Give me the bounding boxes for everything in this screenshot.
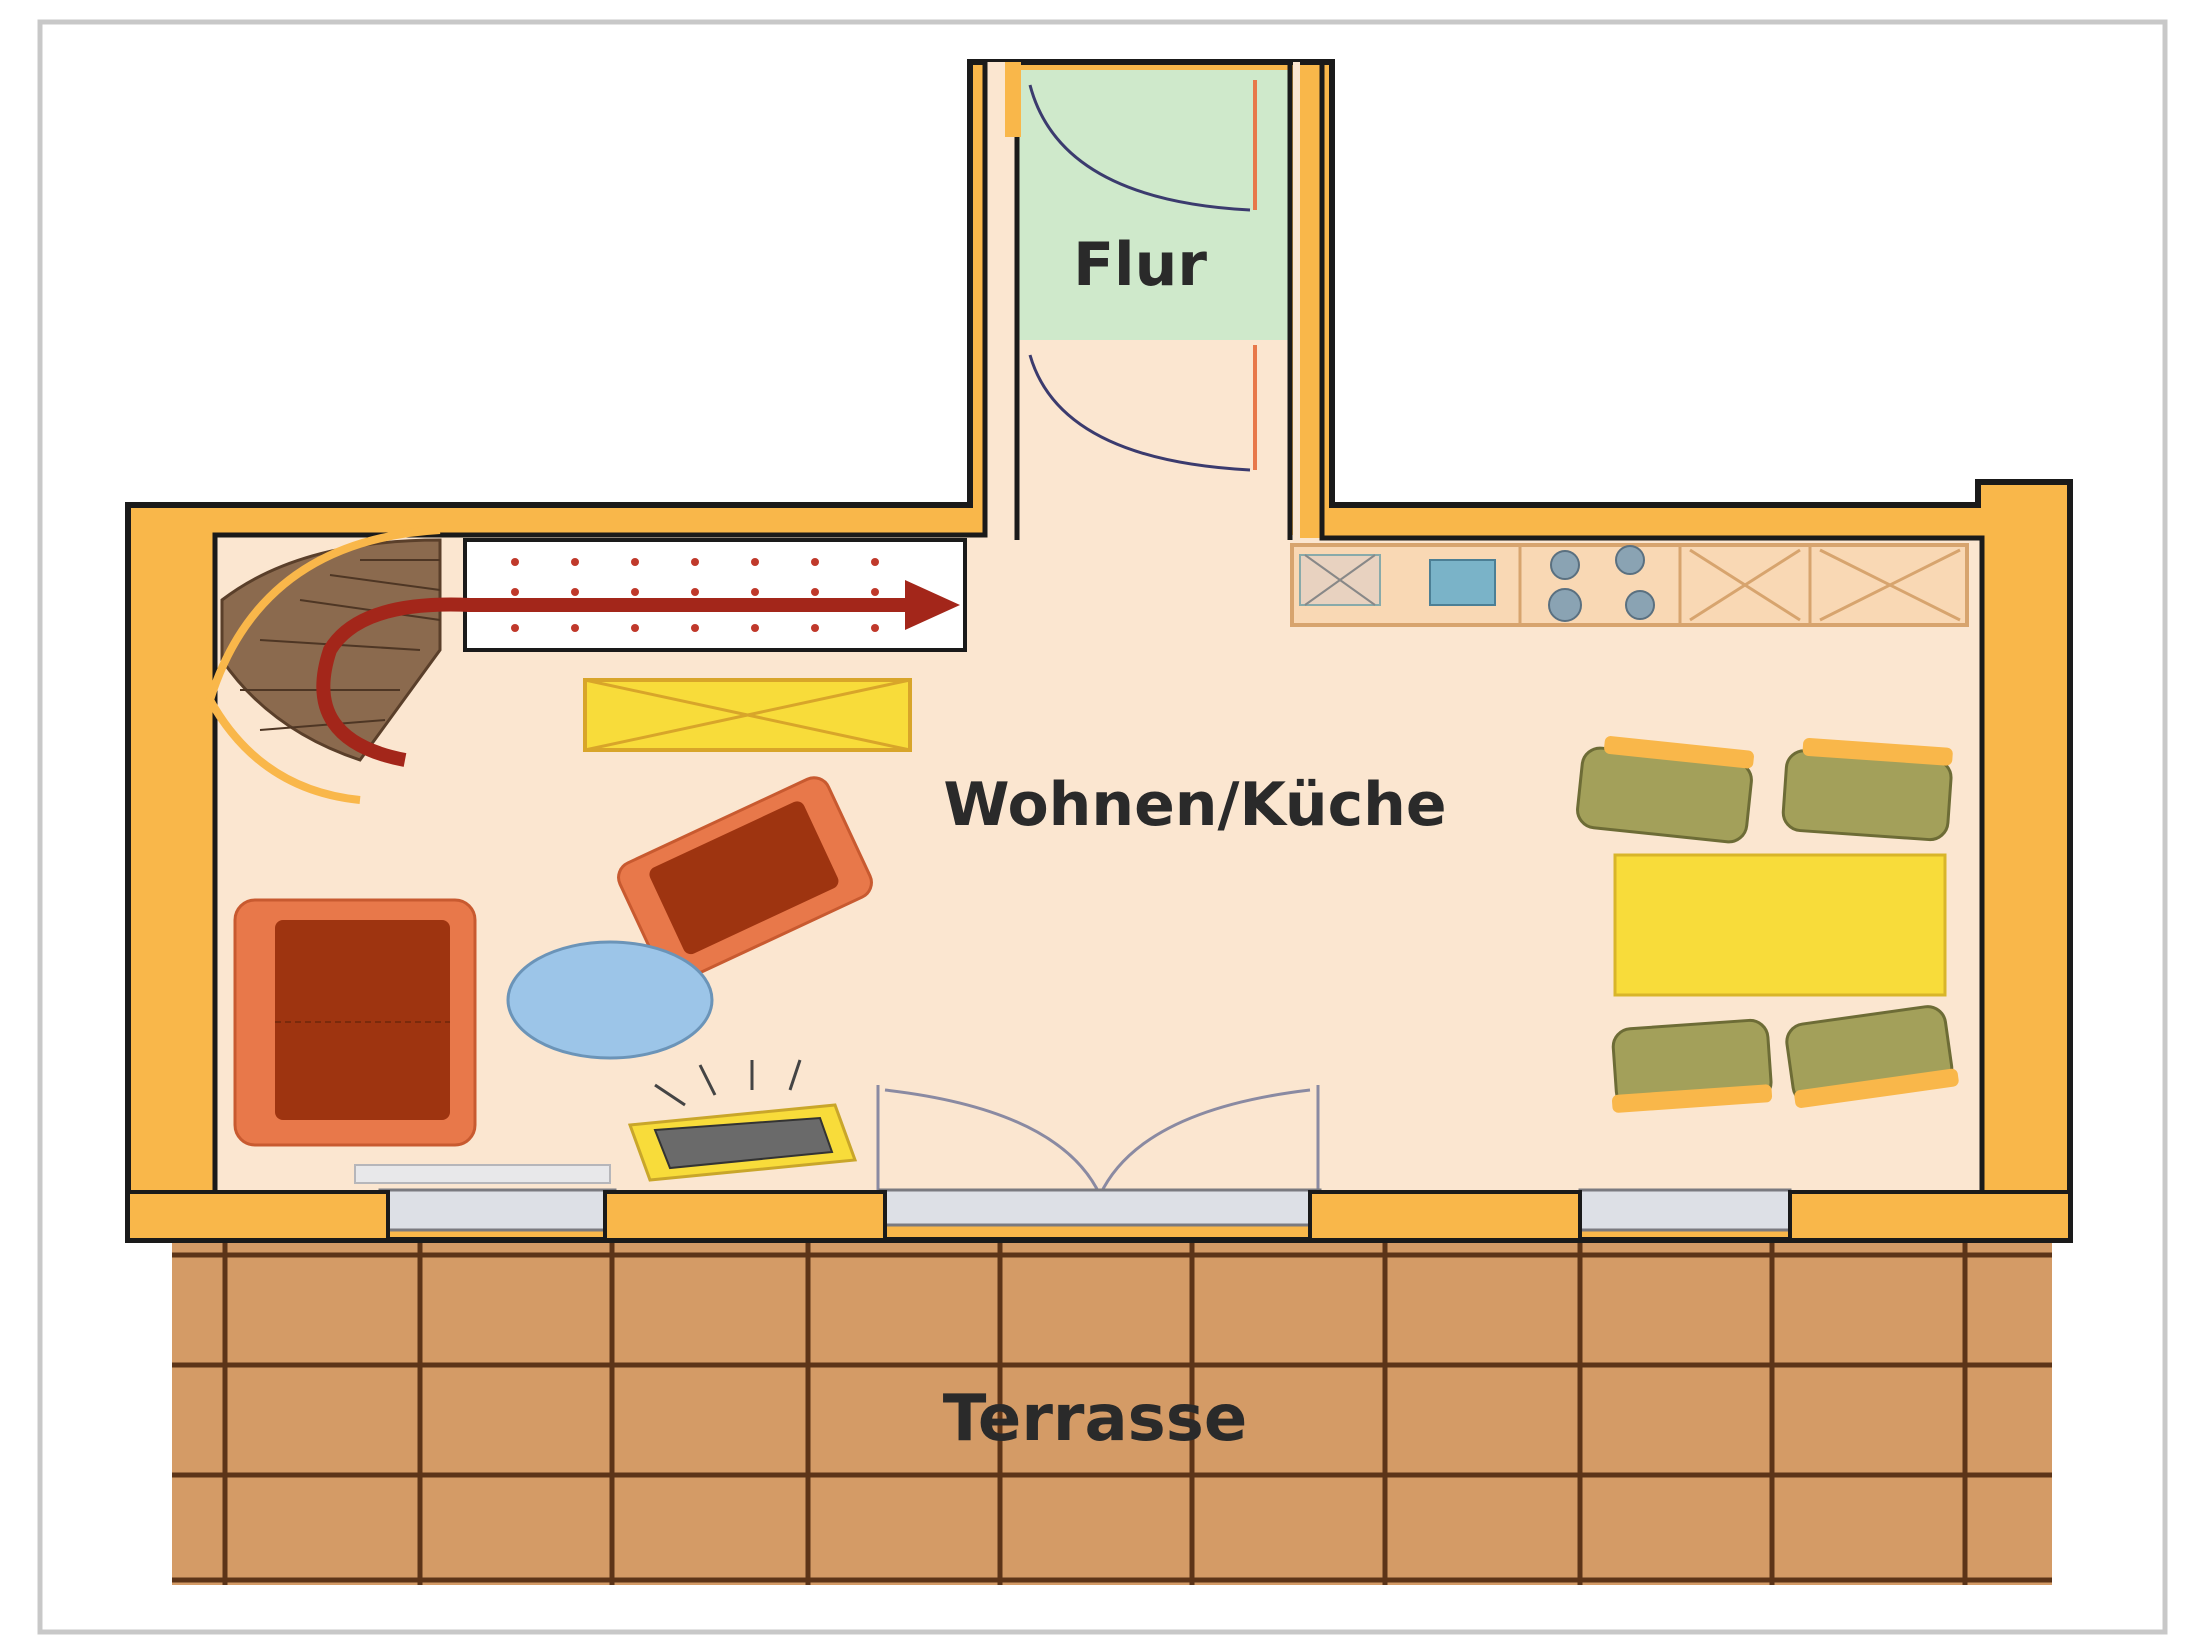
- stair-direction-arrow: [316, 597, 905, 767]
- sofa: [233, 898, 477, 1147]
- dining-chair-top-right: [1781, 737, 1953, 842]
- room-label-hallway: Flur: [1073, 230, 1207, 300]
- south-windows: [378, 1188, 1792, 1232]
- hallway-doors: [1005, 62, 1257, 472]
- dining-area: [1576, 736, 1959, 1113]
- dining-chair-bottom-right: [1785, 1005, 1959, 1108]
- sink: [1299, 554, 1496, 606]
- terrace-floor: [172, 1240, 2052, 1585]
- bench: [354, 1164, 611, 1184]
- dining-chair-bottom-left: [1611, 1018, 1773, 1113]
- stove: [1548, 545, 1655, 622]
- dining-chair-top-left: [1576, 736, 1754, 844]
- dining-table: [1613, 853, 1947, 997]
- cabinet-crosses: [1689, 548, 1961, 622]
- terrace: [172, 1240, 2052, 1585]
- room-label-terrace: Terrasse: [943, 1382, 1247, 1456]
- interior-wall-lines: [212, 62, 1985, 1190]
- kitchen-counter: [1290, 543, 1969, 627]
- staircase: [205, 526, 967, 804]
- coffee-table: [506, 940, 714, 1060]
- stair-arrow-head: [905, 580, 960, 630]
- terrace-door: [876, 1085, 1320, 1196]
- terrace-tile-grid: [172, 1240, 2052, 1585]
- stair-dots: [511, 558, 879, 632]
- shelf: [583, 678, 912, 752]
- south-wall-piers: [126, 1190, 2072, 1242]
- television: [627, 1059, 858, 1182]
- armchair: [617, 776, 873, 984]
- hallway-lower-floor: [1018, 340, 1290, 540]
- room-label-living-kitchen: Wohnen/Küche: [943, 770, 1446, 840]
- hallway-floor: [1018, 70, 1290, 340]
